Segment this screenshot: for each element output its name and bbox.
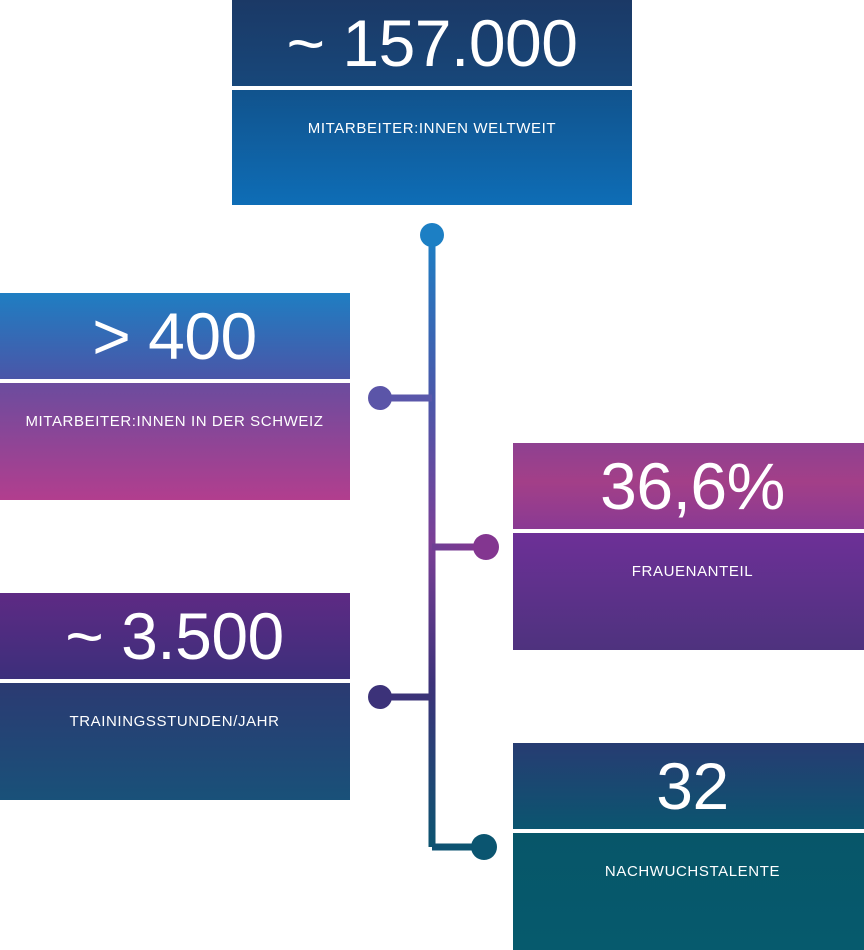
stat-label-switzerland: MITARBEITER:INNEN IN DER SCHWEIZ xyxy=(0,383,350,500)
stat-label-talents: NACHWUCHSTALENTE xyxy=(513,833,864,950)
stat-value-switzerland: > 400 xyxy=(0,293,350,380)
stat-label-women: FRAUENANTEIL xyxy=(513,533,864,650)
stat-card-talents: 32 NACHWUCHSTALENTE xyxy=(513,743,864,950)
connector-node-top xyxy=(420,223,444,247)
card-divider xyxy=(0,679,350,684)
stat-value-women: 36,6% xyxy=(513,443,864,530)
stat-card-switzerland: > 400 MITARBEITER:INNEN IN DER SCHWEIZ xyxy=(0,293,350,500)
connector-node-training xyxy=(368,685,392,709)
stat-card-worldwide: ~ 157.000 MITARBEITER:INNEN WELTWEIT xyxy=(232,0,632,205)
connector-node-talents xyxy=(471,834,497,860)
card-divider xyxy=(232,85,632,90)
card-divider xyxy=(513,529,864,534)
stat-value-worldwide: ~ 157.000 xyxy=(232,0,632,86)
stat-value-talents: 32 xyxy=(513,743,864,830)
connector-node-switzerland xyxy=(368,386,392,410)
card-divider xyxy=(0,379,350,384)
stat-label-worldwide: MITARBEITER:INNEN WELTWEIT xyxy=(232,89,632,205)
connector-node-women xyxy=(473,534,499,560)
stat-card-women: 36,6% FRAUENANTEIL xyxy=(513,443,864,650)
stat-card-training: ~ 3.500 TRAININGSSTUNDEN/JAHR xyxy=(0,593,350,800)
stat-value-training: ~ 3.500 xyxy=(0,593,350,680)
stat-label-training: TRAININGSSTUNDEN/JAHR xyxy=(0,683,350,800)
card-divider xyxy=(513,829,864,834)
